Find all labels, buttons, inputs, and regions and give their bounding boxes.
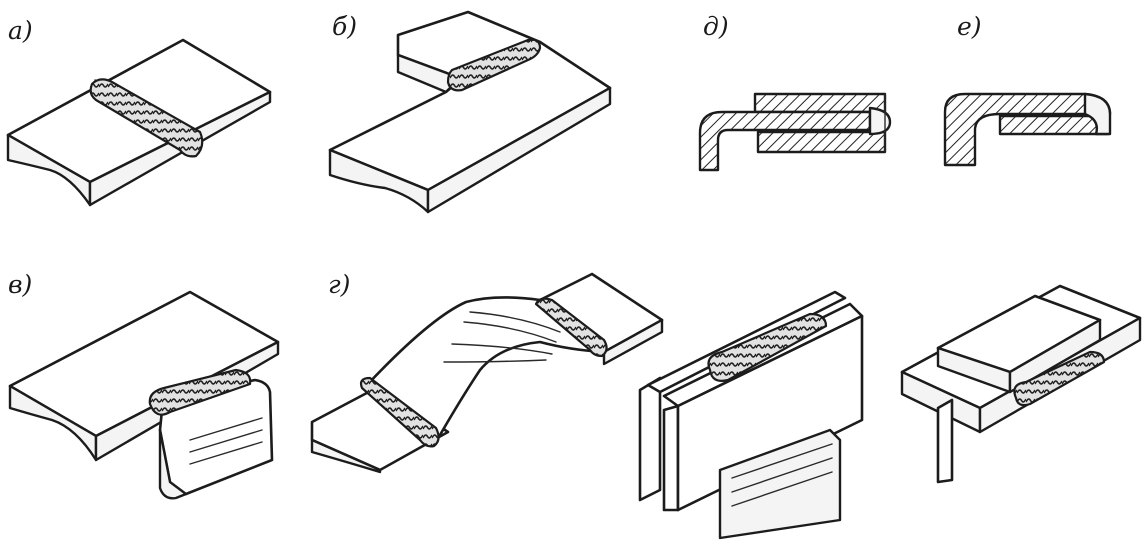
joint-g-strap-weld — [310, 272, 664, 474]
weld-bead-g-left — [359, 376, 440, 448]
joint-e-section — [943, 92, 1112, 167]
joint-flange-weld — [638, 290, 864, 540]
joint-a-butt-weld — [6, 38, 272, 207]
label-d: д) — [703, 12, 729, 41]
weld-bead-g-right — [534, 297, 608, 358]
label-a: а) — [8, 16, 33, 45]
joint-b-lap-weld — [328, 10, 612, 214]
weld-bead-flange — [707, 312, 828, 382]
weld-bead-block — [1013, 350, 1106, 407]
label-v: в) — [8, 270, 33, 299]
joint-d-section — [698, 92, 892, 172]
weld-bead-a — [89, 78, 204, 158]
joint-block-weld — [900, 284, 1142, 484]
label-e: е) — [957, 12, 982, 41]
joint-v-edge-weld — [8, 290, 280, 500]
weld-bead-b — [446, 38, 542, 92]
label-b: б) — [332, 12, 358, 41]
weld-bead-v — [148, 368, 252, 416]
label-g: г) — [328, 270, 351, 299]
